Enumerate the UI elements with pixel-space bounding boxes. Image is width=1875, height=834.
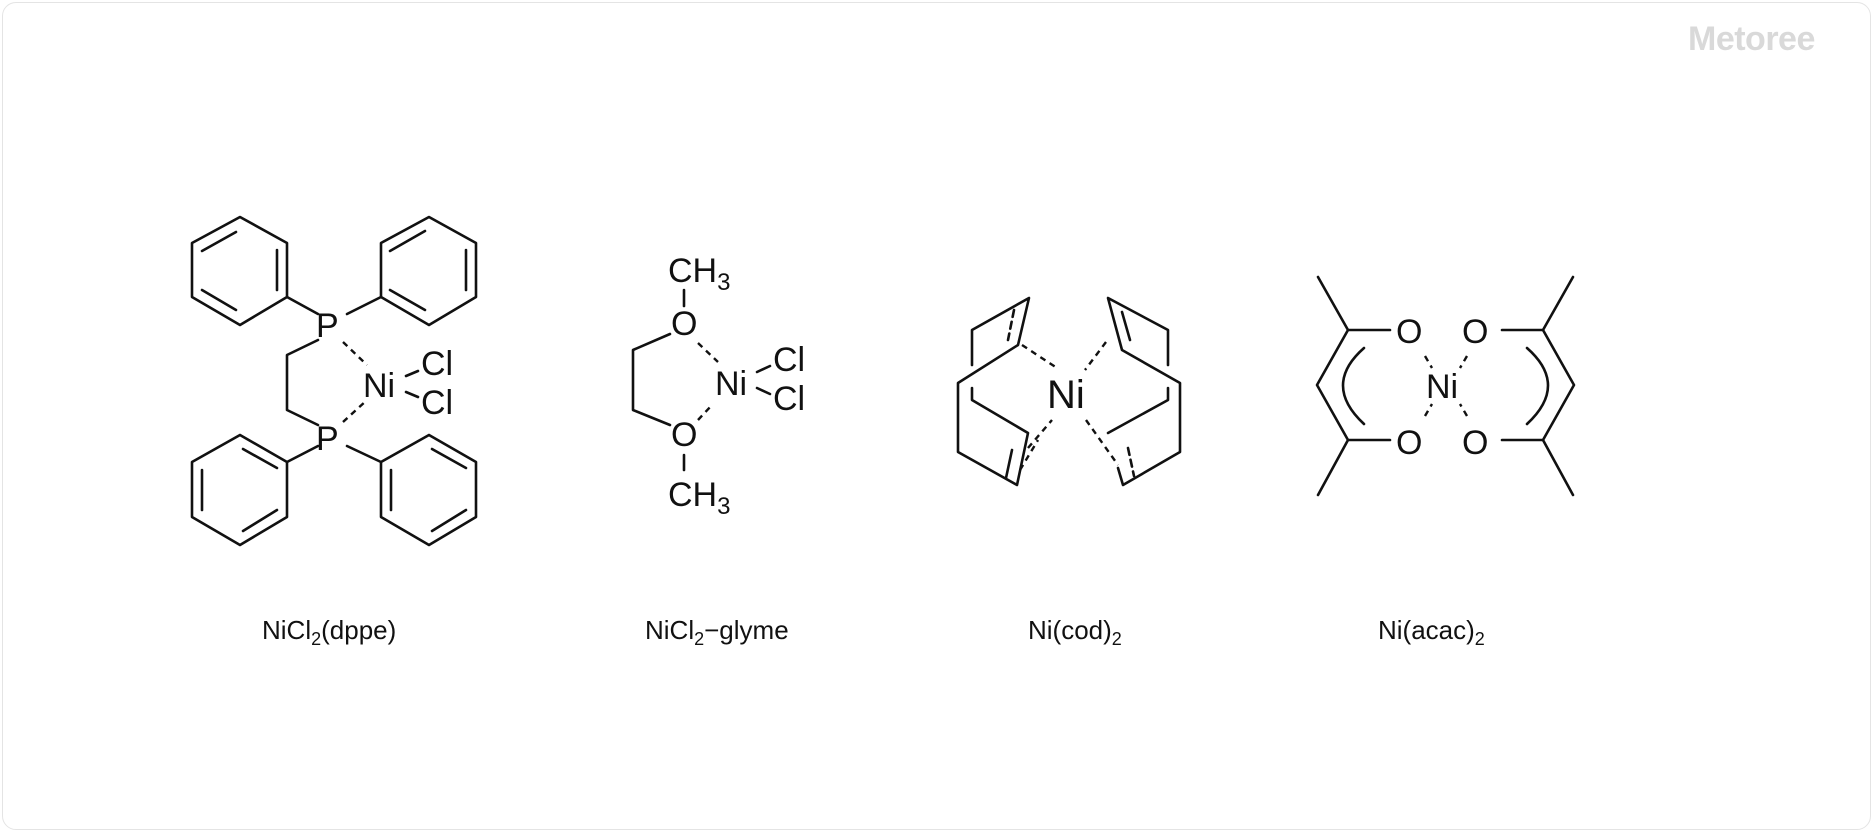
metoree-watermark-logo: Metoree: [1688, 20, 1815, 58]
atom-cl-bottom: Cl: [773, 380, 805, 418]
phenyl-ring: [379, 433, 478, 547]
atom-o: O: [1462, 424, 1488, 462]
structure-nicl2-dppe: P P Ni Cl Cl: [190, 215, 478, 547]
caption-ni-acac2: Ni(acac)2: [1378, 615, 1485, 649]
atom-ni: Ni: [1047, 373, 1085, 417]
structure-ni-acac2: O O O O Ni: [1315, 275, 1576, 497]
structure-nicl2-glyme: CH3 O Ni Cl Cl O CH3: [631, 252, 805, 520]
atom-ni: Ni: [1426, 368, 1458, 406]
atom-o: O: [1462, 313, 1488, 351]
phenyl-ring: [190, 433, 289, 547]
atom-o-top: O: [671, 305, 697, 343]
atom-cl-top: Cl: [773, 341, 805, 379]
phenyl-ring: [190, 215, 289, 327]
atom-ch3-top: CH3: [668, 252, 730, 296]
atom-ch3-bottom: CH3: [668, 476, 730, 520]
caption-nicl2-dppe: NiCl2(dppe): [262, 615, 397, 649]
atom-cl-top: Cl: [421, 345, 453, 383]
atom-cl-bottom: Cl: [421, 384, 453, 422]
atom-o: O: [1396, 424, 1422, 462]
atom-ni: Ni: [363, 367, 395, 405]
atom-o: O: [1396, 313, 1422, 351]
atom-p-top: P: [316, 307, 339, 345]
cod-ring-right: [1084, 296, 1182, 487]
caption-nicl2-glyme: NiCl2−glyme: [645, 615, 789, 649]
atom-o-bottom: O: [671, 416, 697, 454]
phenyl-ring: [379, 215, 478, 327]
atom-ni: Ni: [715, 365, 747, 403]
cod-ring-left: [956, 296, 1058, 487]
caption-ni-cod2: Ni(cod)2: [1028, 615, 1122, 649]
structure-ni-cod2: Ni: [956, 296, 1182, 487]
atom-p-bottom: P: [316, 420, 339, 458]
